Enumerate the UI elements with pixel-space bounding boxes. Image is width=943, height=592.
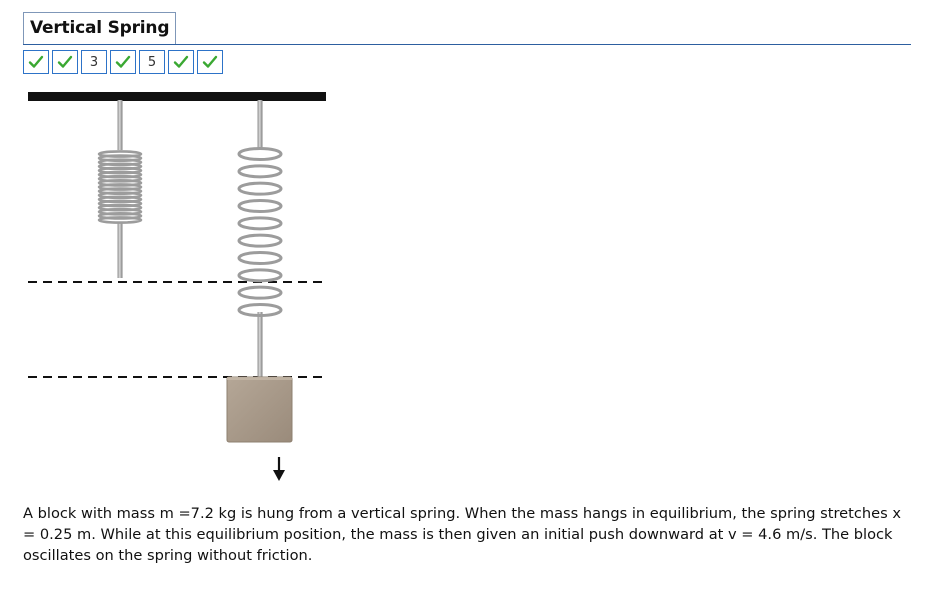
stretched-spring [237, 100, 283, 378]
spring-coil [97, 216, 143, 224]
part-4-button[interactable] [110, 50, 136, 74]
check-icon [115, 55, 131, 68]
part-1-button[interactable] [23, 50, 49, 74]
spring-coil [237, 147, 283, 161]
check-icon [57, 55, 73, 68]
spring-coil [237, 164, 283, 179]
check-icon [28, 55, 44, 68]
title-divider [23, 44, 911, 45]
spring-coil [237, 181, 283, 196]
spring-coil [237, 303, 283, 317]
unstretched-spring [97, 100, 143, 278]
check-icon [202, 55, 218, 68]
part-6-button[interactable] [168, 50, 194, 74]
problem-title: Vertical Spring [23, 12, 177, 44]
spring-coil [237, 285, 283, 300]
down-arrow-icon [273, 457, 285, 481]
check-icon [173, 55, 189, 68]
part-5-button[interactable]: 5 [139, 50, 165, 74]
spring-coil [237, 233, 283, 248]
spring-coil [237, 199, 283, 213]
spring-coil [237, 216, 283, 231]
mass-block [226, 376, 293, 443]
spring-diagram [28, 92, 326, 481]
ceiling-bar [28, 92, 326, 101]
problem-statement: A block with mass m =7.2 kg is hung from… [23, 505, 902, 564]
spring-coil [237, 251, 283, 265]
spring-coil [237, 268, 283, 283]
part-navigation: 3 5 [23, 50, 226, 74]
part-7-button[interactable] [197, 50, 223, 74]
part-3-button[interactable]: 3 [81, 50, 107, 74]
part-2-button[interactable] [52, 50, 78, 74]
